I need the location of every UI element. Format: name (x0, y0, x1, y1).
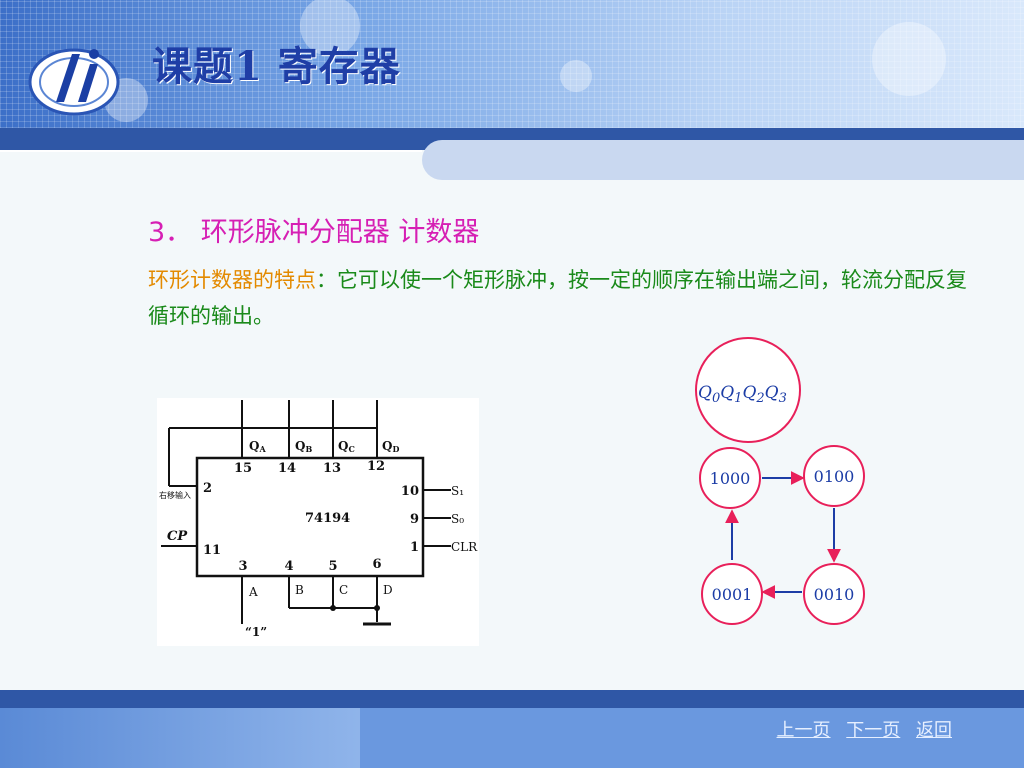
pin-11: 11 (203, 543, 221, 558)
output-label-d: Q (382, 439, 392, 453)
header-banner: 课题1 寄存器 (0, 0, 1024, 128)
description-text: 它可以使一个矩形脉冲，按一定的顺序在输出端之间，轮流分配反复循环的输出。 (148, 268, 967, 328)
svg-text:QC: QC (338, 439, 355, 454)
pin-10: 10 (401, 484, 419, 499)
decor-circle-1 (300, 0, 360, 56)
section-heading: 3． 环形脉冲分配器 计数器 (148, 217, 480, 248)
pin-6: 6 (372, 557, 381, 572)
output-label-c: Q (338, 439, 348, 453)
pin-4: 4 (284, 559, 293, 574)
state-node-0010 (803, 563, 865, 625)
label-a: A (248, 585, 258, 599)
label-s0: S₀ (451, 512, 464, 526)
output-label-a: Q (249, 439, 259, 453)
label-logic-one: “1” (245, 625, 267, 639)
pin-1: 1 (410, 540, 419, 555)
output-sub-a: A (258, 444, 266, 454)
output-sub-c: C (348, 444, 354, 454)
state-header-label: Q0Q1Q2Q3 (698, 383, 787, 406)
term-label: 环形计数器的特点 (148, 268, 316, 292)
footer-band (0, 690, 1024, 708)
output-sub-d: D (392, 444, 399, 454)
chip-schematic: QA QB QC QD 15 14 13 12 10 9 1 S₁ S₀ CLR… (159, 400, 478, 639)
pin-2: 2 (203, 481, 212, 496)
footer-panel (0, 708, 1024, 768)
label-b: B (295, 583, 304, 597)
decor-circle-3 (872, 22, 946, 96)
logo-icon (28, 48, 120, 116)
label-s1: S₁ (451, 484, 464, 498)
label-right-shift-input: 右移输入 (159, 490, 191, 500)
term-colon: ： (316, 268, 337, 292)
pin-9: 9 (410, 512, 419, 527)
section-description: 环形计数器的特点：它可以使一个矩形脉冲，按一定的顺序在输出端之间，轮流分配反复循… (148, 262, 968, 334)
header-grid-pattern (0, 0, 1024, 128)
state-label-0001: 0001 (712, 585, 753, 604)
state-label-0010: 0010 (814, 585, 855, 604)
next-page-link[interactable]: 下一页 (846, 720, 901, 741)
state-header-circle (695, 337, 801, 443)
pin-3: 3 (238, 559, 247, 574)
pin-5: 5 (328, 559, 337, 574)
label-d: D (383, 583, 393, 597)
svg-text:QD: QD (382, 439, 399, 454)
svg-text:QA: QA (249, 439, 266, 454)
output-sub-b: B (305, 444, 312, 454)
pin-12: 12 (367, 459, 385, 474)
pin-14: 14 (278, 461, 296, 476)
chip-diagram: QA QB QC QD 15 14 13 12 10 9 1 S₁ S₀ CLR… (157, 398, 479, 646)
label-cp: CP (167, 529, 188, 544)
footer-step (360, 708, 1024, 768)
pin-13: 13 (323, 461, 341, 476)
label-clr: CLR (451, 540, 478, 554)
header-rule (0, 150, 422, 152)
svg-text:QB: QB (295, 439, 312, 454)
footer-nav: 上一页 下一页 返回 (767, 716, 952, 742)
state-label-1000: 1000 (710, 469, 751, 488)
junction-dot (330, 605, 336, 611)
prev-page-link[interactable]: 上一页 (776, 720, 831, 741)
label-c: C (339, 583, 348, 597)
output-label-b: Q (295, 439, 305, 453)
state-node-1000 (699, 447, 761, 509)
state-label-0100: 0100 (814, 467, 855, 486)
pin-15: 15 (234, 461, 252, 476)
page-title: 课题1 寄存器 (152, 43, 401, 90)
back-link[interactable]: 返回 (916, 720, 952, 741)
chip-name: 74194 (305, 511, 350, 526)
header-pill-band (422, 140, 1024, 180)
decor-circle-4 (560, 60, 592, 92)
junction-dot (374, 605, 380, 611)
state-diagram: Q0Q1Q2Q3 1000 0100 0010 0001 (695, 337, 865, 625)
